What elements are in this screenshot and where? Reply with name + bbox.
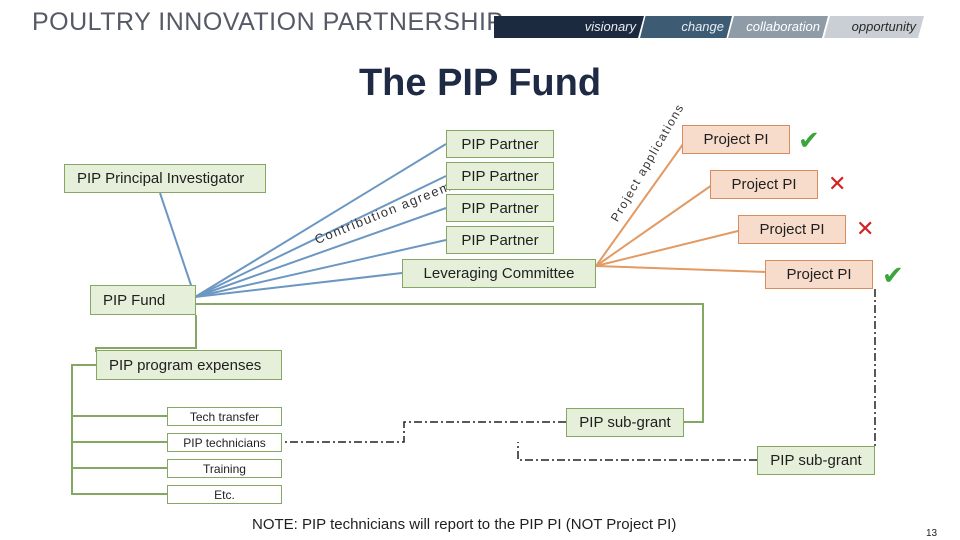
check-icon: ✔	[798, 125, 820, 155]
contribution-line-partner-4	[194, 239, 447, 298]
application-line-2	[595, 184, 713, 267]
banner-segment-visionary: visionary	[494, 16, 644, 38]
contribution-line-leveraging	[194, 272, 403, 298]
leveraging-committee-box: Leveraging Committee	[402, 259, 596, 288]
banner-segment-change: change	[640, 16, 732, 38]
expenses-branch-line	[71, 364, 167, 495]
subgrant-report-line	[282, 421, 566, 443]
project-pi-box-3: Project PI	[738, 215, 846, 244]
footnote: NOTE: PIP technicians will report to the…	[252, 516, 677, 533]
pip-partner-box-3: PIP Partner	[446, 194, 554, 222]
banner-segment-collaboration: collaboration	[728, 16, 828, 38]
project-pi-box-2: Project PI	[710, 170, 818, 199]
contribution-line-partner-1	[194, 143, 447, 298]
contribution-line-partner-3	[194, 207, 447, 298]
application-line-3	[595, 229, 743, 267]
expense-item-etc: Etc.	[167, 485, 282, 504]
pip-fund-box: PIP Fund	[90, 285, 196, 315]
contribution-line-pi	[159, 192, 196, 298]
application-line-1	[595, 139, 687, 267]
subgrant2-report-line	[517, 442, 757, 461]
pip-program-expenses-box: PIP program expenses	[96, 350, 282, 380]
pip-partner-box-4: PIP Partner	[446, 226, 554, 254]
check-icon: ✔	[882, 260, 904, 290]
page-number: 13	[926, 528, 938, 539]
project-pi-box-1: Project PI	[682, 125, 790, 154]
contribution-line-partner-2	[194, 175, 447, 298]
cross-icon: ✕	[828, 171, 847, 196]
pip-principal-investigator-box: PIP Principal Investigator	[64, 164, 266, 193]
application-line-4	[595, 265, 767, 273]
logo: POULTRY INNOVATION PARTNERSHIP	[32, 8, 504, 36]
pip-partner-box-2: PIP Partner	[446, 162, 554, 190]
expense-item-tech-transfer: Tech transfer	[167, 407, 282, 426]
pip-partner-box-1: PIP Partner	[446, 130, 554, 158]
tagline-banner: visionary change collaboration opportuni…	[494, 16, 924, 38]
project-pi-box-4: Project PI	[765, 260, 873, 289]
expense-item-pip-technicians: PIP technicians	[167, 433, 282, 452]
fund-to-expenses-line	[95, 315, 197, 352]
expense-item-training: Training	[167, 459, 282, 478]
pip-sub-grant-box-2: PIP sub-grant	[757, 446, 875, 475]
banner-segment-opportunity: opportunity	[824, 16, 924, 38]
slide-title: The PIP Fund	[358, 62, 602, 104]
cross-icon: ✕	[856, 216, 875, 241]
pip-sub-grant-box-1: PIP sub-grant	[566, 408, 684, 437]
fund-to-subgrant-line	[196, 303, 704, 423]
